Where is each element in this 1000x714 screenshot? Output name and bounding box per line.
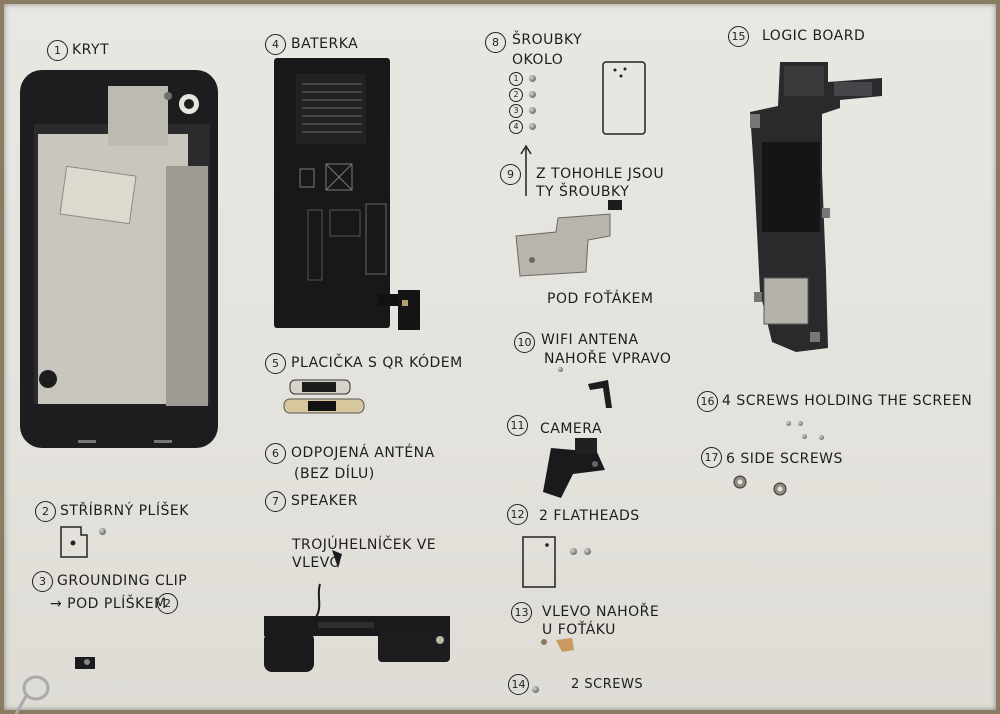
label-baterka: BATERKA [291, 36, 359, 52]
step-number-1: 1 [47, 40, 68, 61]
label-trojuhelnicek: TROJÚHELNÍČEK VE [292, 537, 437, 553]
label-ty-sroubky: TY ŠROUBKY [536, 184, 630, 200]
label-2-flatheads: 2 FLATHEADS [539, 508, 640, 524]
step-number-16: 16 [697, 391, 718, 412]
step-number-2: 2 [35, 501, 56, 522]
label-speaker: SPEAKER [291, 493, 359, 509]
label-z-tohohle: Z TOHOHLE JSOU [536, 166, 665, 182]
screw [532, 686, 539, 693]
step-number-10: 10 [514, 332, 535, 353]
screw-index-2: 2 [509, 88, 523, 102]
loudspeaker [264, 583, 450, 672]
label-stribrny-plisek: STŘÍBRNÝ PLÍŠEK [60, 503, 189, 519]
flathead-outline-sketch [522, 536, 556, 588]
step-number-13: 13 [511, 602, 532, 623]
step-number-8: 8 [485, 32, 506, 53]
label-vlevo: VLEVO [292, 555, 342, 571]
phone-outline-sketch [602, 61, 646, 135]
screw [529, 123, 536, 130]
label-sroubky: ŠROUBKY [512, 32, 583, 48]
battery [274, 58, 420, 330]
label-camera: CAMERA [540, 421, 603, 437]
circled-ref-2: 2 [157, 593, 178, 614]
label-odpojena-antena: ODPOJENÁ ANTÉNA [291, 445, 435, 461]
screw [529, 91, 536, 98]
label-logic-board: LOGIC BOARD [762, 28, 866, 44]
screw [529, 107, 536, 114]
silver-bracket-outline [60, 526, 88, 558]
step-number-17: 17 [701, 447, 722, 468]
small-copper-clip [541, 638, 574, 652]
label-2-screws: 2 SCREWS [571, 677, 644, 692]
sim-eject-tool [14, 675, 50, 714]
label-kryt: KRYT [72, 42, 110, 58]
back-cover [20, 70, 218, 448]
screw-index-3: 3 [509, 104, 523, 118]
arrow-up [520, 144, 532, 196]
step-number-5: 5 [265, 353, 286, 374]
side-screws [733, 475, 787, 496]
grounding-clip [75, 657, 95, 669]
label-bez-dilu: (BEZ DÍLU) [294, 466, 375, 482]
label-4-screws: 4 SCREWS HOLDING THE SCREEN [722, 393, 973, 409]
label-placicka-qr: PLACIČKA S QR KÓDEM [291, 355, 463, 371]
label-wifi-antena: WIFI ANTENA [541, 332, 639, 348]
step-number-11: 11 [507, 415, 528, 436]
label-pod-fotakem: POD FOŤÁKEM [547, 291, 654, 307]
wifi-antenna-part [588, 380, 612, 408]
label-6-side-screws: 6 SIDE SCREWS [726, 451, 843, 467]
step-number-4: 4 [265, 34, 286, 55]
label-pod-pliskem: → POD PLÍŠKEM [50, 596, 167, 612]
qr-code-plate [283, 379, 365, 414]
screw [558, 367, 563, 372]
screw-index-1: 1 [509, 72, 523, 86]
screw [786, 421, 791, 426]
step-number-3: 3 [32, 571, 53, 592]
label-grounding-clip: GROUNDING CLIP [57, 573, 188, 589]
step-number-7: 7 [265, 491, 286, 512]
screw [529, 75, 536, 82]
step-number-12: 12 [507, 504, 528, 525]
camera-module [543, 438, 605, 498]
screw [798, 421, 803, 426]
triangle-part [332, 550, 342, 568]
label-u-fotaku: U FOŤÁKU [542, 622, 616, 638]
camera-shield-bracket [515, 200, 622, 277]
label-nahore-vpravo: NAHOŘE VPRAVO [544, 351, 672, 367]
screw [802, 434, 807, 439]
step-number-15: 15 [728, 26, 749, 47]
logic-board [750, 62, 882, 352]
screw [819, 435, 824, 440]
label-vlevo-nahore: VLEVO NAHOŘE [542, 604, 660, 620]
step-number-6: 6 [265, 443, 286, 464]
step-number-9: 9 [500, 164, 521, 185]
screw [584, 548, 591, 555]
paper-board: 1 KRYT 2 STŘÍBRNÝ PLÍŠEK 3 GROUNDING CLI… [4, 4, 996, 714]
screw [570, 548, 577, 555]
screw [99, 528, 106, 535]
step-number-14: 14 [508, 674, 529, 695]
label-okolo: OKOLO [512, 52, 564, 68]
screw-index-4: 4 [509, 120, 523, 134]
